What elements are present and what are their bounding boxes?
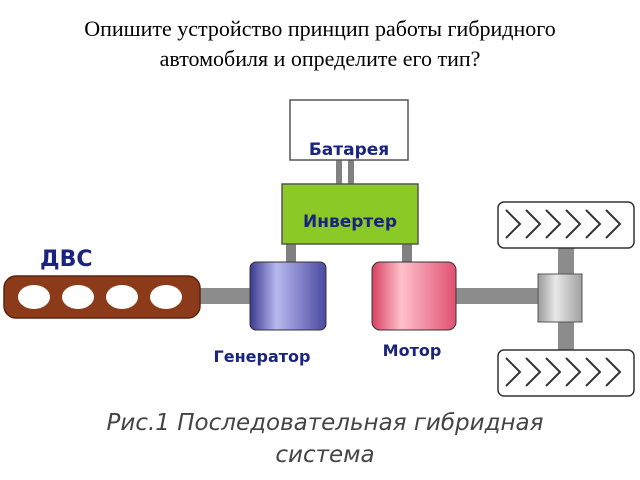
inverter-motor-connector bbox=[402, 244, 412, 264]
question-line-1: Опишите устройство принцип работы гибрид… bbox=[84, 16, 556, 41]
engine-cylinder bbox=[18, 285, 50, 309]
rear-wheel-bottom bbox=[497, 349, 635, 397]
figure-caption-line-1: Рис.1 Последовательная гибридная bbox=[107, 410, 544, 436]
generator-label: Генератор bbox=[214, 347, 311, 366]
figure-caption-line-2: система bbox=[275, 442, 374, 468]
engine-label: ДВС bbox=[40, 247, 93, 272]
generator-box bbox=[249, 261, 327, 331]
inverter-box bbox=[281, 183, 419, 245]
question-line-2: автомобиля и определите его тип? bbox=[159, 46, 481, 71]
battery-inverter-connector-2 bbox=[348, 160, 354, 186]
engine-generator-shaft bbox=[200, 288, 252, 304]
engine-cylinder bbox=[62, 285, 94, 309]
battery-inverter-connector bbox=[336, 160, 342, 186]
engine-cylinder bbox=[106, 285, 138, 309]
inverter-label: Инвертер bbox=[303, 212, 397, 232]
motor-box bbox=[371, 261, 457, 331]
engine-cylinder bbox=[150, 285, 182, 309]
battery-box bbox=[289, 99, 409, 161]
differential-box bbox=[537, 273, 583, 323]
battery-label: Батарея bbox=[309, 140, 389, 160]
question-text: Опишите устройство принцип работы гибрид… bbox=[0, 14, 640, 74]
motor-label: Мотор bbox=[383, 341, 442, 360]
engine-block bbox=[3, 275, 201, 319]
rear-wheel-top bbox=[497, 201, 635, 249]
motor-differential-shaft bbox=[456, 288, 540, 304]
inverter-generator-connector bbox=[286, 244, 296, 264]
